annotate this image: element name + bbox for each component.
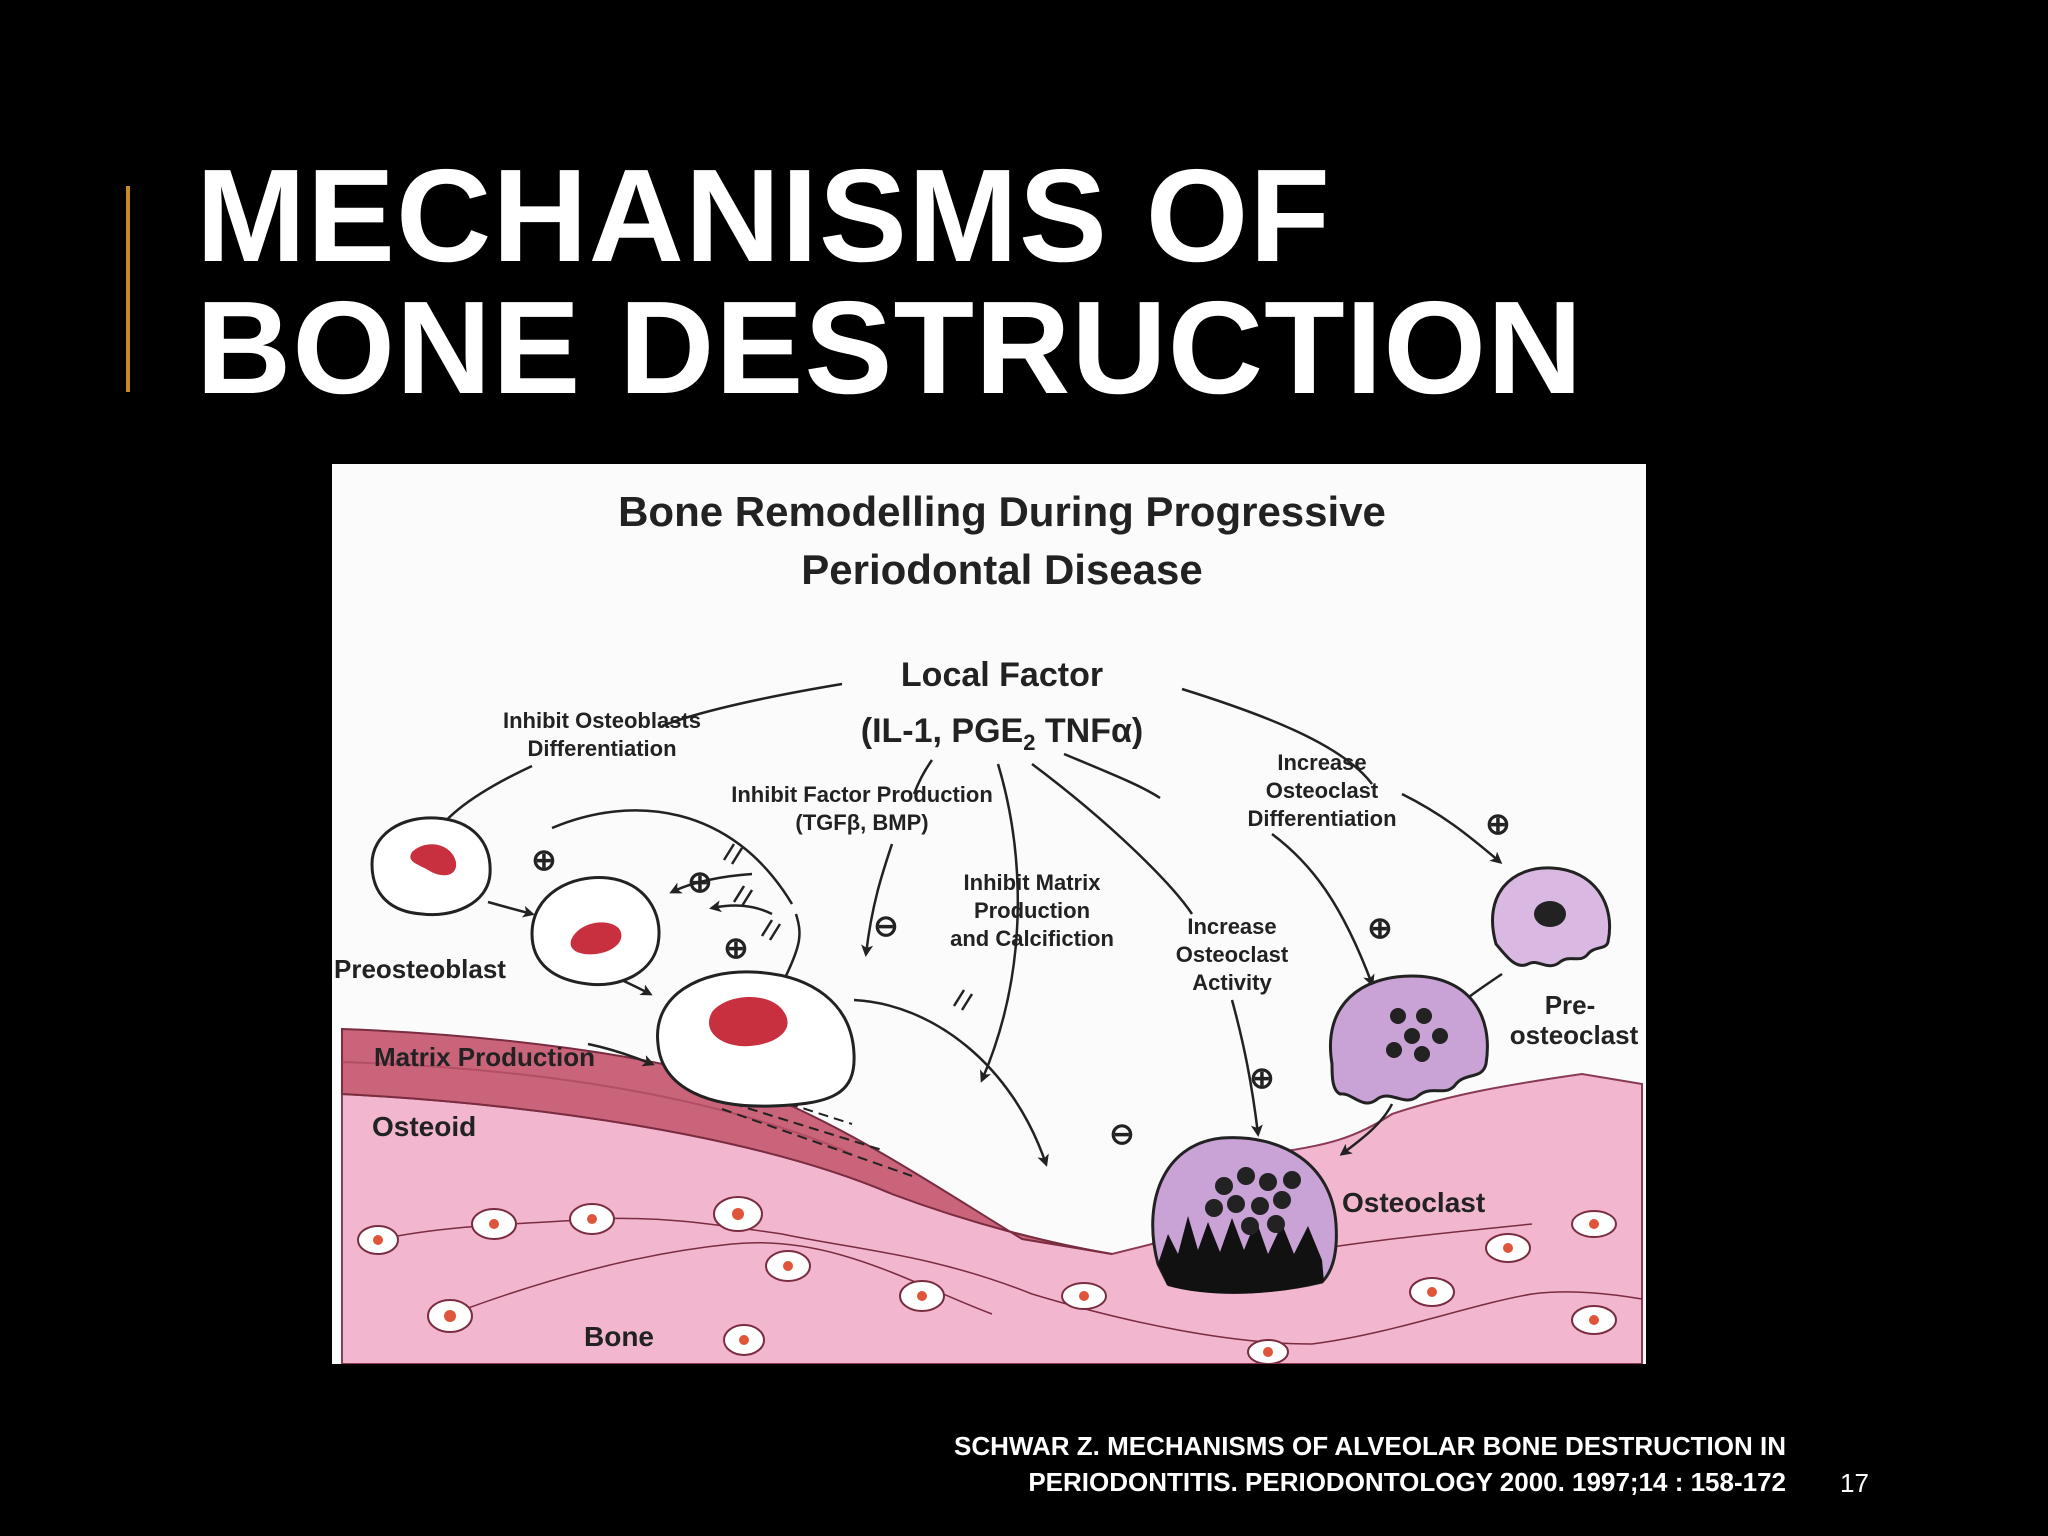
increase-diff-label-3: Differentiation <box>1247 806 1396 831</box>
local-factor-label: Local Factor <box>901 656 1103 694</box>
osteocytes <box>357 1196 1643 1364</box>
bone-label: Bone <box>584 1321 654 1352</box>
inhibit-matrix-label-2: Production <box>974 898 1090 923</box>
modulation-markers: ⊕ ⊕ ⊕ ⊖ ⊖ ⊕ ⊕ ⊕ <box>531 808 1510 1151</box>
plus-marker: ⊕ <box>1485 808 1510 841</box>
matrix-production-label: Matrix Production <box>374 1042 595 1072</box>
inhibit-matrix-label-3: and Calcifiction <box>950 926 1114 951</box>
preosteoblast-label: Preosteoblast <box>334 954 506 984</box>
slide-number: 17 <box>1840 1468 1869 1498</box>
diagram-title-line-2: Periodontal Disease <box>801 546 1202 593</box>
inhibit-osteoblasts-label-1: Inhibit Osteoblasts <box>503 708 701 733</box>
title-accent-bar <box>126 186 130 392</box>
minus-marker: ⊖ <box>1109 1118 1134 1151</box>
slide-title: MECHANISMS OF BONE DESTRUCTION <box>196 150 1583 414</box>
osteoblast-cell <box>656 970 856 1108</box>
preosteoclast-label-2: osteoclast <box>1510 1020 1639 1050</box>
inhibit-factor-label-1: Inhibit Factor Production <box>731 782 993 807</box>
bone-remodelling-figure: Bone Remodelling During Progressive Peri… <box>332 464 1646 1364</box>
slide-title-line-1: MECHANISMS OF <box>196 142 1331 289</box>
osteoid-label: Osteoid <box>372 1111 476 1142</box>
increase-activity-label-1: Increase <box>1187 914 1276 939</box>
diagram-title-line-1: Bone Remodelling During Progressive <box>618 488 1386 535</box>
bone-layer <box>341 1072 1643 1364</box>
preosteoblast-cell-1 <box>370 816 492 917</box>
plus-marker: ⊕ <box>723 932 748 965</box>
plus-marker: ⊕ <box>687 866 712 899</box>
inhibit-matrix-label-1: Inhibit Matrix <box>964 870 1102 895</box>
citation-line-1: SCHWAR Z. MECHANISMS OF ALVEOLAR BONE DE… <box>954 1431 1786 1461</box>
local-factor-detail: (IL-1, PGE2 TNFα) <box>861 712 1143 755</box>
plus-marker: ⊕ <box>531 844 556 877</box>
preosteoclast-cell <box>1491 866 1612 968</box>
pathway-arrows <box>430 682 1503 1167</box>
inhibit-osteoblasts-label-2: Differentiation <box>527 736 676 761</box>
bone-remodelling-diagram: Bone Remodelling During Progressive Peri… <box>334 488 1643 1364</box>
preosteoblast-cell-2 <box>530 876 661 987</box>
preosteoclast-label-1: Pre- <box>1545 990 1596 1020</box>
increase-activity-label-2: Osteoclast <box>1176 942 1289 967</box>
block-marks <box>722 843 974 1011</box>
minus-marker: ⊖ <box>873 910 898 943</box>
plus-marker: ⊕ <box>1367 912 1392 945</box>
increase-diff-label-2: Osteoclast <box>1266 778 1379 803</box>
osteoid-layer <box>341 1027 1113 1255</box>
osteoclast-cell <box>1151 1136 1338 1294</box>
increase-activity-label-3: Activity <box>1192 970 1272 995</box>
source-citation: SCHWAR Z. MECHANISMS OF ALVEOLAR BONE DE… <box>954 1428 1786 1500</box>
inhibit-factor-label-2: (TGFβ, BMP) <box>795 810 928 835</box>
slide-title-line-2: BONE DESTRUCTION <box>196 274 1584 421</box>
osteoclast-label: Osteoclast <box>1342 1187 1485 1218</box>
increase-diff-label-1: Increase <box>1277 750 1366 775</box>
osteoclast-precursor-cell <box>1329 974 1489 1105</box>
citation-line-2: PERIODONTITIS. PERIODONTOLOGY 2000. 1997… <box>1028 1467 1786 1497</box>
plus-marker: ⊕ <box>1249 1062 1274 1095</box>
